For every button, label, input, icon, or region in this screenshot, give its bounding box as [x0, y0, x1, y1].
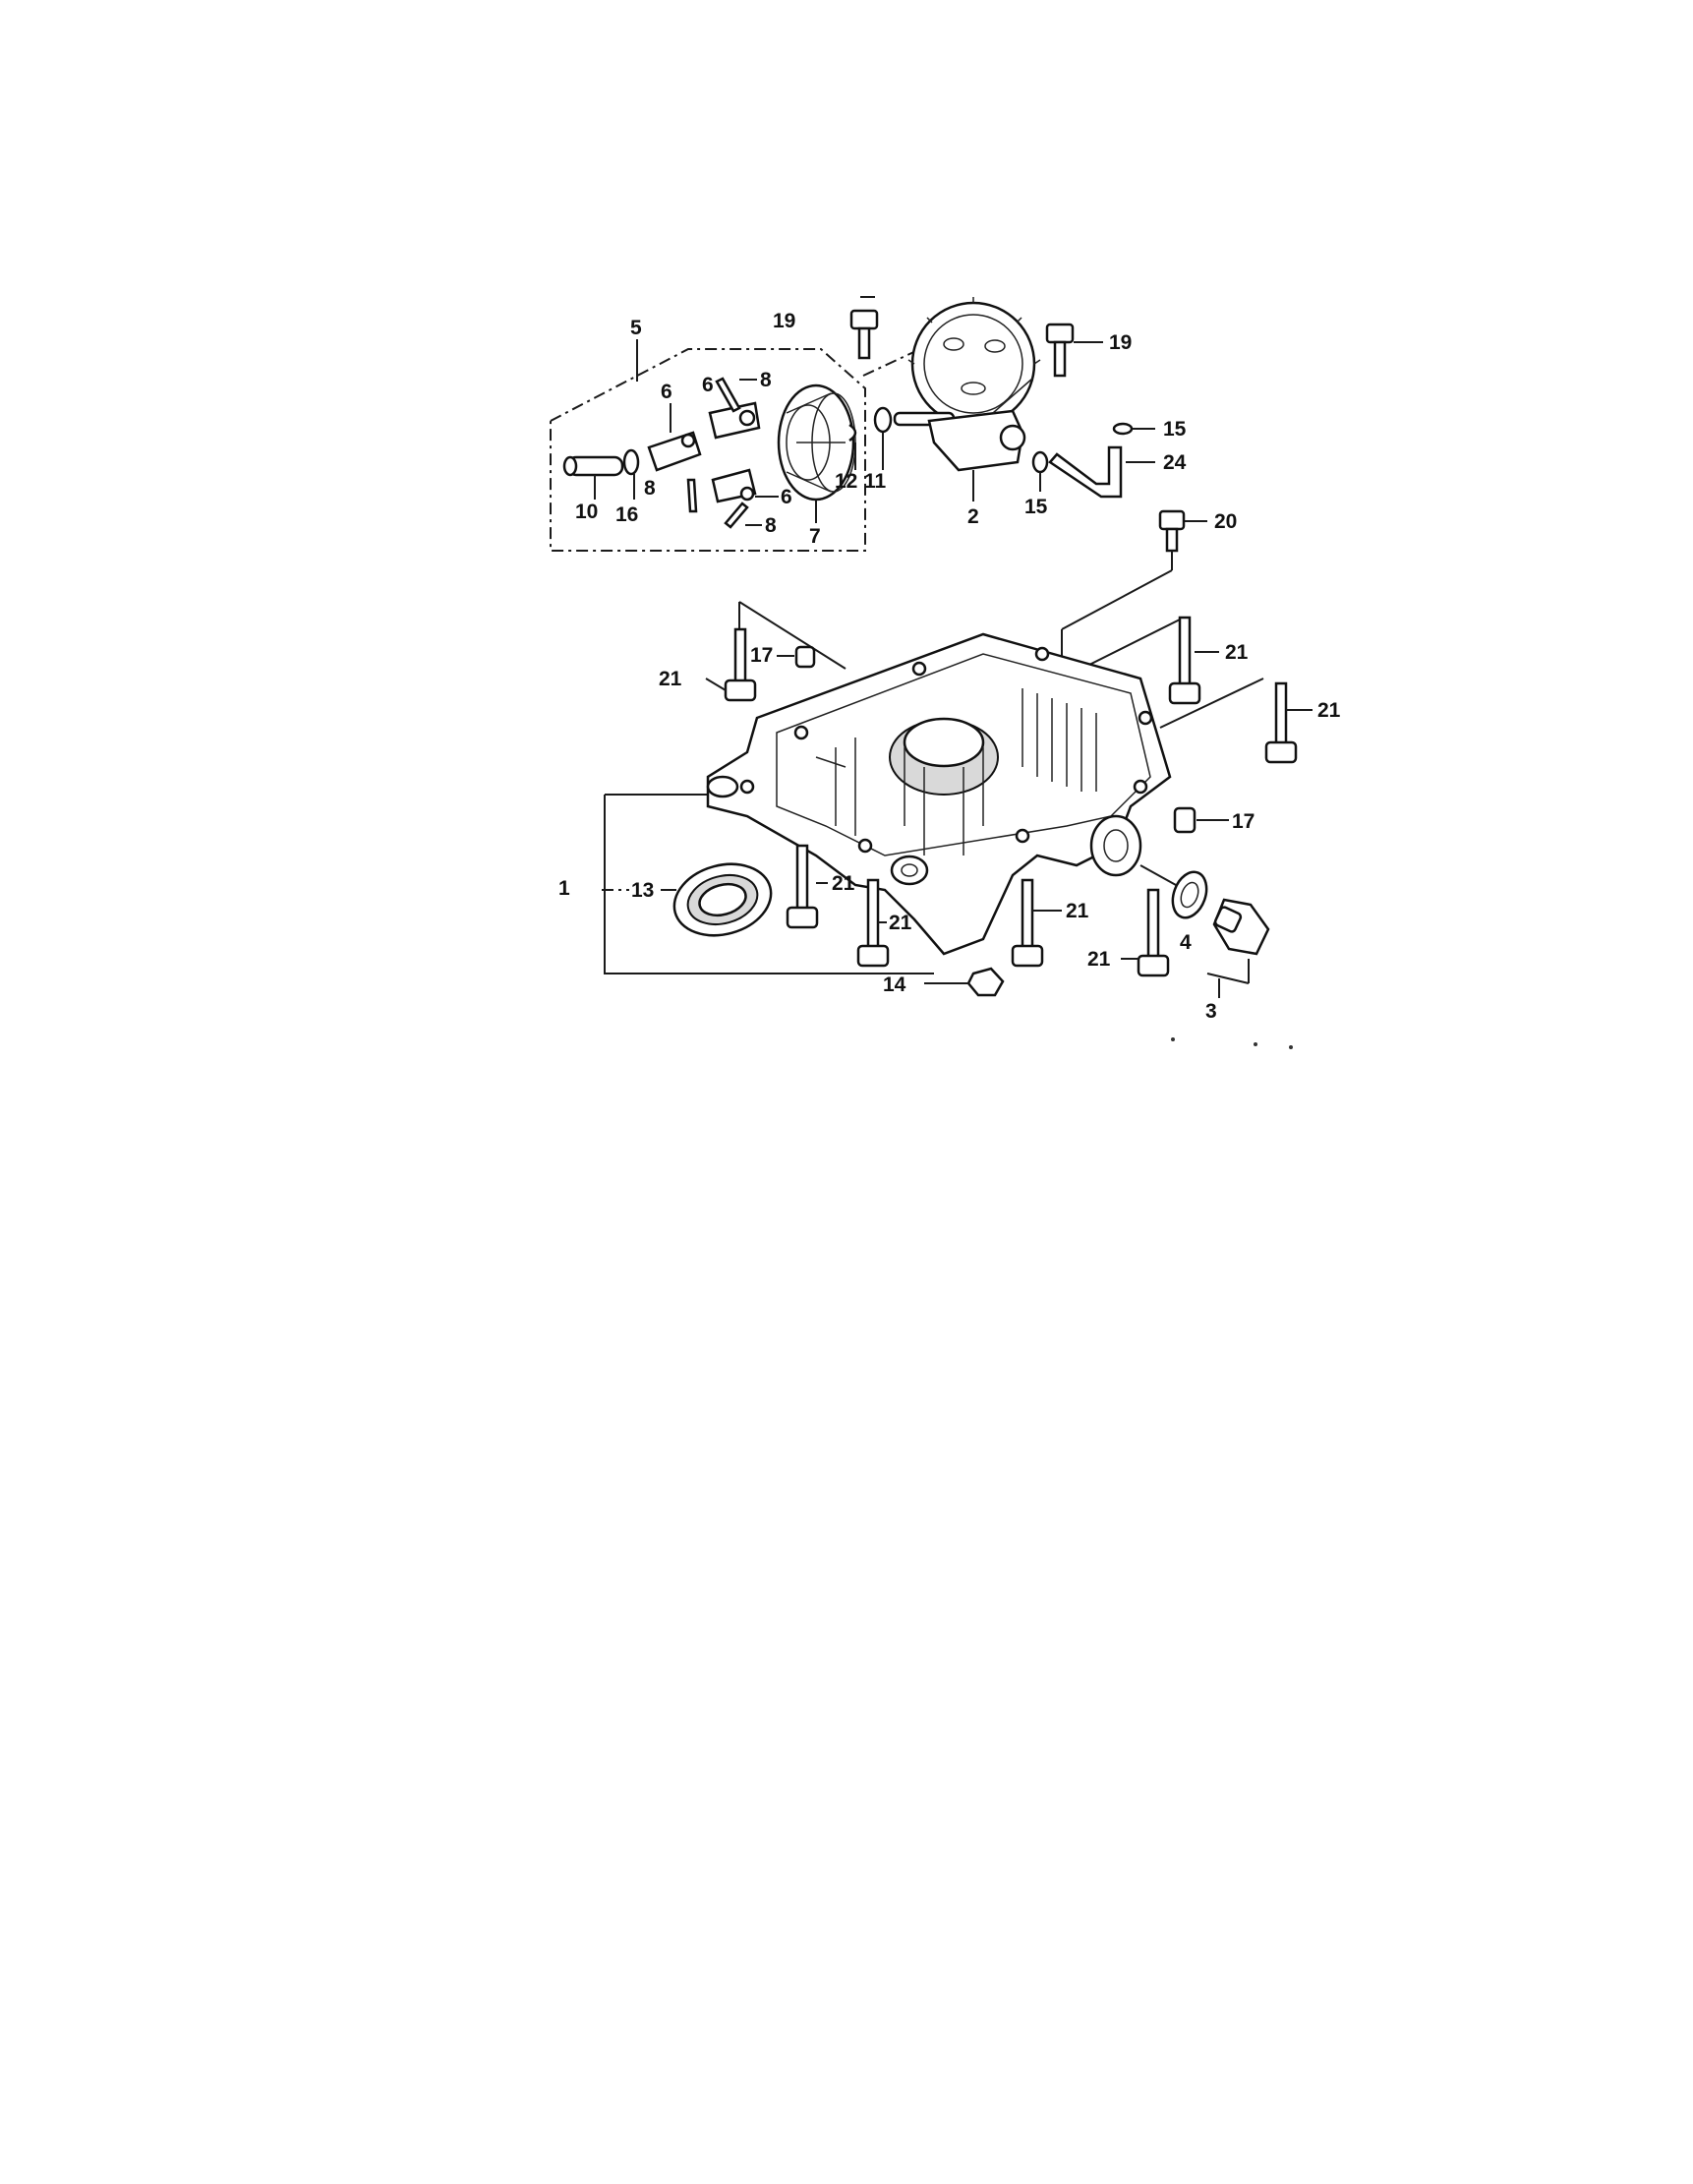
label-part-21-lower-left: 21 — [832, 872, 855, 895]
bolt-21-top-right-part — [1168, 616, 1219, 705]
part-labels: 1 2 3 4 5 6 6 6 7 8 8 8 10 11 12 13 14 1… — [558, 310, 1341, 1023]
bolt-21-top-left-part — [705, 627, 757, 702]
label-part-21-far-right: 21 — [1317, 699, 1341, 722]
nut-14-part — [924, 967, 1005, 997]
dowel-17-upper-part — [777, 645, 816, 669]
scan-mark-1 — [1171, 1037, 1175, 1041]
label-part-21-lower-center: 21 — [1066, 900, 1089, 922]
label-part-6-lower: 6 — [781, 486, 792, 508]
oil-pump-part — [893, 297, 1041, 502]
bolt-19-left-part — [849, 296, 879, 360]
bolt-21-lower-mid-part — [856, 878, 890, 968]
governor-gear-part — [777, 384, 856, 523]
label-part-21-top-right: 21 — [1225, 641, 1249, 664]
crankcase-group — [602, 569, 1313, 1049]
label-part-8-lower: 8 — [765, 514, 777, 537]
label-part-8-upper: 8 — [760, 369, 772, 391]
label-part-5: 5 — [630, 317, 642, 339]
bolt-19-right-part — [1045, 323, 1103, 378]
label-part-19-right: 19 — [1109, 331, 1132, 354]
governor-weight-mid-part — [708, 401, 761, 440]
label-part-16: 16 — [615, 503, 638, 526]
label-part-19-left: 19 — [773, 310, 795, 332]
label-part-8-left: 8 — [644, 477, 656, 500]
label-part-20: 20 — [1214, 510, 1237, 533]
clip-12-part — [848, 423, 857, 443]
label-part-21-lower-right: 21 — [1087, 948, 1111, 971]
label-part-24: 24 — [1163, 451, 1187, 474]
governor-shaft-part — [562, 455, 624, 500]
label-part-6-upper: 6 — [661, 381, 672, 403]
bolt-21-lower-right-part — [1121, 888, 1170, 977]
governor-assembly-group — [550, 296, 1207, 570]
bracket-right-21a — [1080, 619, 1181, 670]
bolt-20-part — [1158, 509, 1207, 570]
pin-8-upper-part — [715, 377, 757, 413]
bolt-21-lower-left-part — [786, 844, 828, 929]
drain-plug-3-part — [1206, 898, 1270, 984]
crankcase-cover-part — [706, 632, 1172, 956]
label-part-6-mid: 6 — [702, 374, 714, 396]
governor-weight-upper-part — [647, 403, 702, 472]
label-part-12: 12 — [835, 470, 857, 493]
label-part-11: 11 — [864, 470, 887, 493]
scan-mark-3 — [1289, 1045, 1293, 1049]
washer-4-part — [1139, 864, 1208, 919]
bolt-21-far-right-part — [1264, 681, 1313, 764]
label-part-1: 1 — [558, 877, 570, 900]
assembly-5-boundary — [550, 348, 866, 552]
label-part-15-upper: 15 — [1163, 418, 1187, 441]
label-part-4: 4 — [1180, 931, 1192, 954]
label-part-7: 7 — [809, 525, 821, 548]
label-part-15-lower: 15 — [1024, 496, 1048, 518]
label-part-10: 10 — [575, 501, 598, 523]
scan-mark-2 — [1254, 1042, 1257, 1046]
label-part-17-lower: 17 — [1232, 810, 1255, 833]
governor-weight-lower-part — [711, 468, 779, 503]
bracket-top-left — [738, 601, 846, 670]
washer-11-part — [873, 406, 893, 434]
label-part-3: 3 — [1205, 1000, 1217, 1023]
oil-pipe-24-part — [1048, 445, 1155, 499]
label-part-21-lower-mid: 21 — [889, 912, 912, 934]
bolt-21-lower-center-part — [1011, 878, 1062, 968]
pin-8-left-part — [686, 478, 698, 513]
label-part-21-top-left: 21 — [659, 668, 682, 690]
label-part-14: 14 — [883, 974, 906, 996]
label-part-13: 13 — [631, 879, 654, 902]
label-part-2: 2 — [967, 505, 979, 528]
dowel-17-lower-part — [1173, 806, 1229, 834]
label-part-17-upper: 17 — [750, 644, 773, 667]
washer-16-part — [622, 448, 640, 476]
oil-seal-13-part — [602, 862, 773, 937]
o-ring-15-lower-part — [1031, 450, 1049, 474]
o-ring-15-upper-part — [1112, 422, 1134, 436]
pin-8-lower-part — [724, 502, 762, 529]
bracket-right-21b — [1159, 678, 1264, 729]
